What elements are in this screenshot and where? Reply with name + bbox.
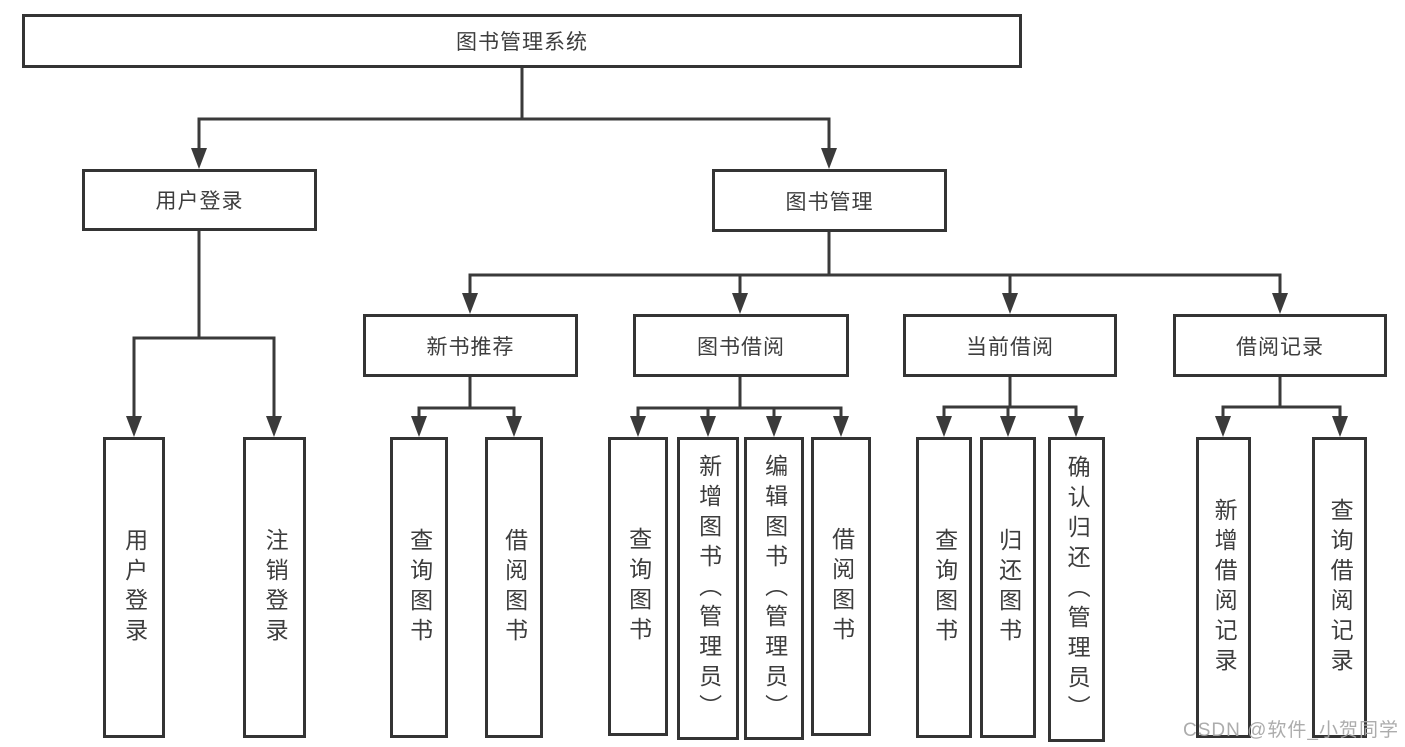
node-book-management: 图书管理: [712, 169, 947, 232]
node-root-system-label: 图书管理系统: [456, 31, 588, 54]
leaf-user-login-label: 用户登录: [121, 527, 148, 648]
leaf-add-borrow-record-label: 新增借阅记录: [1211, 497, 1238, 678]
node-current-borrow-label: 当前借阅: [966, 335, 1054, 359]
leaf-user-login: 用户登录: [103, 437, 165, 738]
leaf-query-borrow-record: 查询借阅记录: [1312, 437, 1367, 738]
node-new-book-recommend-label: 新书推荐: [426, 335, 515, 359]
node-borrow-records-label: 借阅记录: [1236, 335, 1324, 359]
leaf-borrow-book-label: 借阅图书: [828, 526, 855, 647]
edge-bookborrow-to-leaves: [636, 377, 843, 427]
edge-bookmgmt-to-level3: [468, 232, 1282, 304]
leaf-return-book: 归还图书: [980, 437, 1036, 738]
leaf-query-book-recommend: 查询图书: [390, 437, 448, 738]
leaf-add-borrow-record: 新增借阅记录: [1196, 437, 1251, 738]
leaf-query-borrow-record-label: 查询借阅记录: [1327, 497, 1354, 678]
node-user-login-label: 用户登录: [155, 190, 244, 213]
node-new-book-recommend: 新书推荐: [363, 314, 578, 377]
leaf-borrow-book: 借阅图书: [811, 437, 871, 736]
leaf-borrow-book-recommend-label: 借阅图书: [501, 527, 528, 648]
edge-root-to-level2: [197, 68, 831, 158]
node-book-borrow: 图书借阅: [633, 314, 849, 377]
leaf-edit-book-admin: 编辑图书（管理员）: [744, 437, 804, 740]
leaf-confirm-return-admin: 确认归还（管理员）: [1048, 437, 1105, 742]
edge-newbook-to-leaves: [417, 377, 516, 427]
node-current-borrow: 当前借阅: [903, 314, 1117, 377]
leaf-confirm-return-admin-label: 确认归还（管理员）: [1064, 454, 1091, 725]
node-borrow-records: 借阅记录: [1173, 314, 1387, 377]
leaf-borrow-book-recommend: 借阅图书: [485, 437, 543, 738]
leaf-logout: 注销登录: [243, 437, 306, 738]
edge-borrowrecords-to-leaves: [1221, 377, 1342, 427]
leaf-return-book-label: 归还图书: [995, 527, 1022, 648]
leaf-query-book-current-label: 查询图书: [931, 527, 958, 648]
edge-userlogin-to-leaves: [132, 231, 276, 426]
node-book-management-label: 图书管理: [785, 190, 874, 214]
leaf-add-book-admin: 新增图书（管理员）: [677, 437, 739, 740]
node-book-borrow-label: 图书借阅: [697, 335, 785, 359]
leaf-query-book-borrow: 查询图书: [608, 437, 668, 736]
csdn-watermark: CSDN @软件_小贺同学: [1183, 720, 1399, 741]
leaf-query-book-recommend-label: 查询图书: [406, 527, 433, 648]
node-root-system: 图书管理系统: [22, 14, 1022, 68]
leaf-logout-label: 注销登录: [262, 527, 289, 648]
leaf-add-book-admin-label: 新增图书（管理员）: [695, 453, 722, 724]
node-user-login: 用户登录: [82, 169, 317, 231]
leaf-query-book-borrow-label: 查询图书: [625, 526, 652, 647]
leaf-edit-book-admin-label: 编辑图书（管理员）: [761, 453, 788, 724]
leaf-query-book-current: 查询图书: [916, 437, 972, 738]
tree-edges: [132, 68, 1342, 427]
